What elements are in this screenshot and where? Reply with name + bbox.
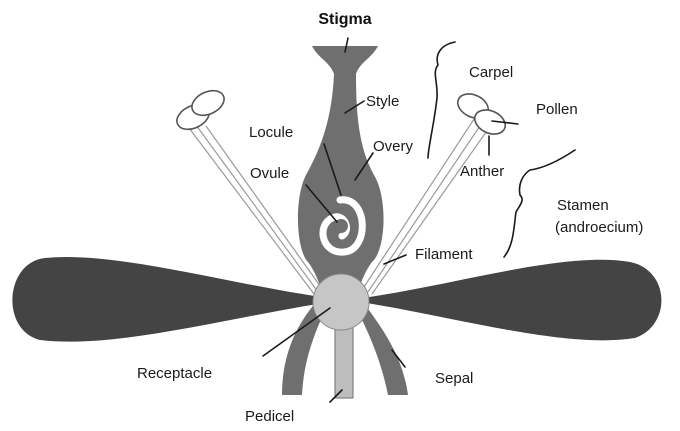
carpel-bracket [428,42,455,158]
label-carpel: Carpel [469,64,513,81]
label-anther: Anther [460,163,504,180]
label-receptacle: Receptacle [137,365,212,382]
right-petal [345,260,661,341]
left-anther [173,86,228,134]
label-stamen: Stamen [557,197,609,214]
label-stigma: Stigma [318,11,371,28]
pistil [298,46,384,300]
label-pollen: Pollen [536,101,578,118]
label-pedicel: Pedicel [245,408,294,425]
label-ovary: Overy [373,138,414,155]
label-style: Style [366,93,399,110]
label-androecium: (androecium) [555,219,643,236]
label-filament: Filament [415,246,473,263]
label-ovule: Ovule [250,165,289,182]
label-sepal: Sepal [435,370,473,387]
right-anther [454,89,509,138]
label-locule: Locule [249,124,293,141]
receptacle [313,274,369,330]
